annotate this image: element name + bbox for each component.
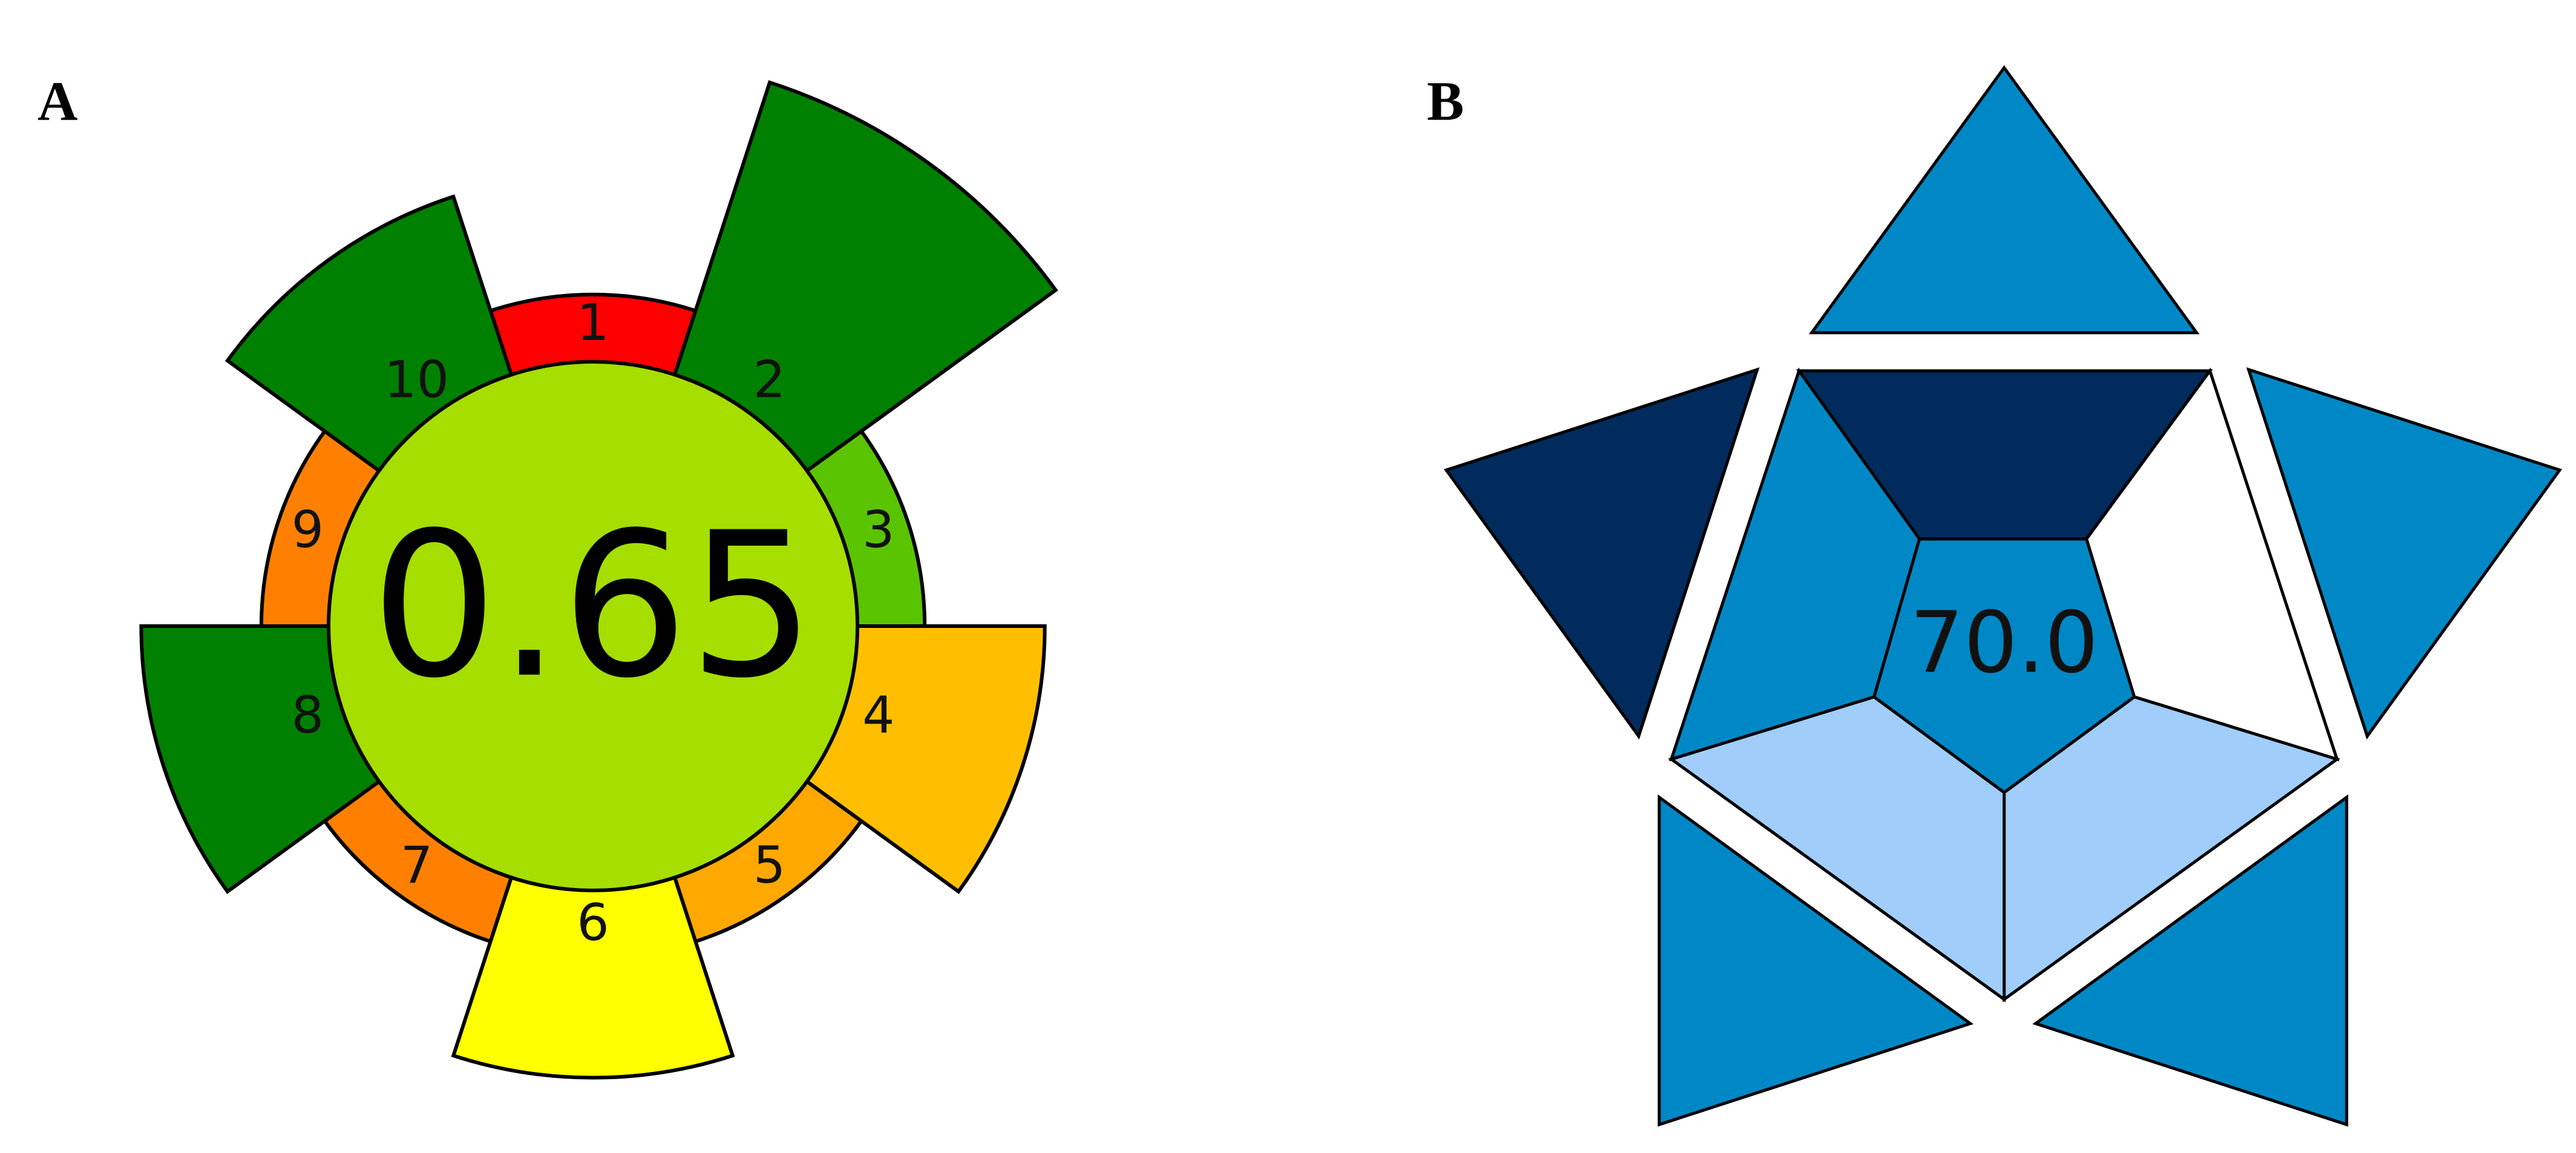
- panel-a-agree-pictogram: A 1 2 3 4 5 6 7 8 9 10 0.65: [38, 70, 1058, 1080]
- segment-label-8: 8: [292, 685, 324, 745]
- panel-a-letter: A: [38, 70, 77, 132]
- outer-triangle-bottom-right: [2032, 794, 2348, 1127]
- panel-b-pentagon-pictogram: B 70.0: [1427, 65, 2563, 1127]
- agree-score: 0.65: [371, 489, 816, 722]
- agree-center-circle: [327, 360, 859, 892]
- segment-label-1: 1: [577, 293, 609, 352]
- segment-label-4: 4: [862, 685, 894, 745]
- segment-label-3: 3: [862, 500, 894, 560]
- outer-triangle-top: [1809, 65, 2200, 335]
- panel-b-letter: B: [1427, 70, 1464, 132]
- segment-label-7: 7: [401, 835, 433, 895]
- segment-label-9: 9: [292, 500, 324, 560]
- pentagon-score: 70.0: [1910, 594, 2099, 693]
- outer-triangle-bottom-left: [1657, 794, 1974, 1127]
- segment-label-5: 5: [753, 835, 785, 895]
- segment-label-10: 10: [384, 350, 449, 410]
- inner-center-pentagon: [1872, 537, 2136, 795]
- outer-triangle-left: [1443, 367, 1760, 740]
- segment-label-2: 2: [753, 350, 785, 410]
- outer-triangle-right: [2246, 367, 2563, 740]
- segment-label-6: 6: [577, 893, 609, 952]
